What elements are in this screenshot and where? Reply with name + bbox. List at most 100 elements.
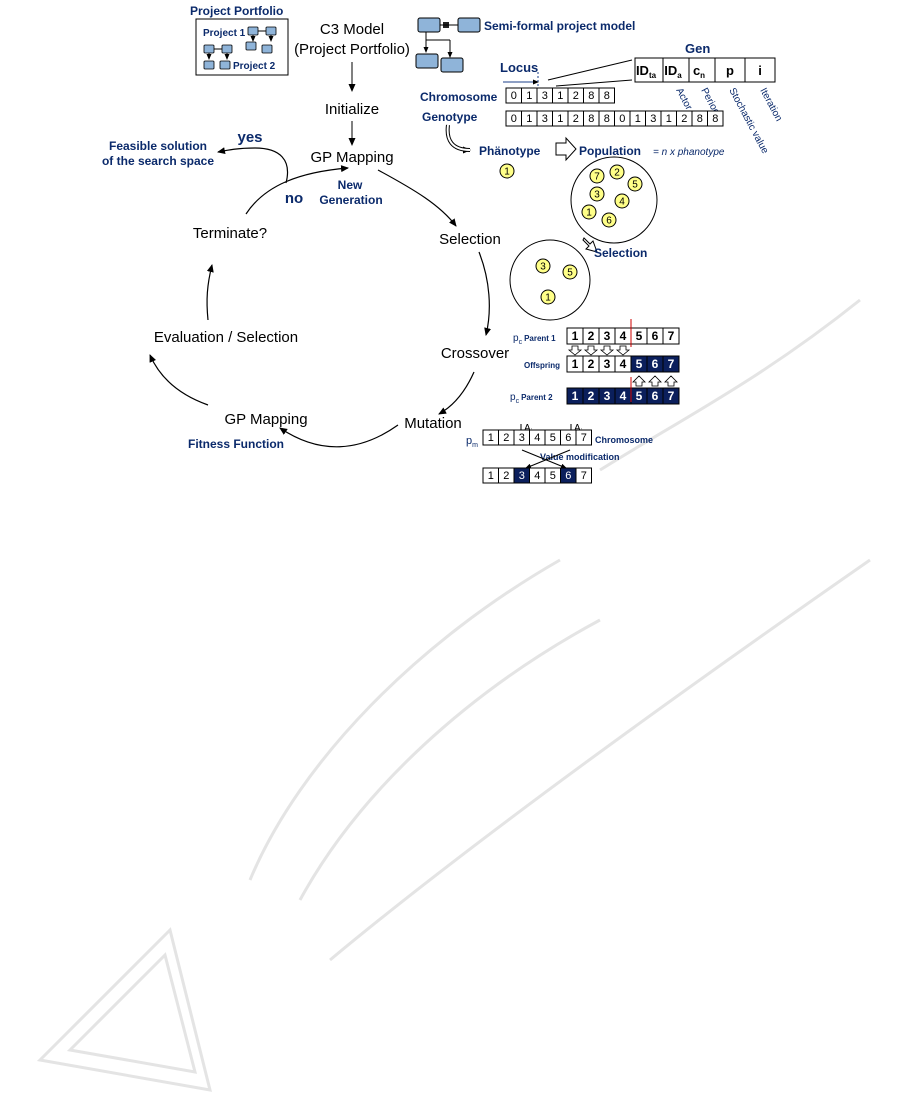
evaluation-label: Evaluation / Selection	[154, 329, 298, 346]
crossover-up-arrow	[648, 375, 662, 387]
portfolio-box	[245, 41, 257, 51]
offspring-cell-value: 2	[588, 357, 595, 371]
population-node	[627, 176, 643, 192]
population-formula: = n x phanotype	[653, 147, 725, 158]
arrow-crossover-to-mutation	[438, 371, 475, 415]
gen-cell-value: i	[758, 63, 762, 78]
offspring-cell-value: 5	[636, 357, 643, 371]
selected-node	[562, 264, 578, 280]
semi-formal-label: Semi-formal project model	[484, 19, 635, 33]
new-generation-line1: New	[338, 178, 363, 192]
selected-node-label: 1	[545, 293, 551, 304]
population-selection-label: Selection	[594, 246, 647, 260]
offspring-cell-value: 1	[572, 357, 579, 371]
selection-label: Selection	[439, 231, 501, 248]
population-node	[581, 204, 597, 220]
parent2-cell-value: 7	[668, 389, 675, 403]
project2-label: Project 2	[233, 61, 276, 72]
gen-cell-value: IDta	[636, 63, 657, 80]
population-area: Phänotype Population = n x phanotype 1 7…	[479, 136, 725, 321]
arrow-to-phanotype	[445, 124, 471, 154]
genotype-cell-value: 8	[697, 113, 703, 125]
model-box	[440, 57, 464, 73]
population-node	[601, 212, 617, 228]
chromosome-cell-value: 8	[588, 90, 594, 102]
arrow-evaluation-to-terminate	[206, 264, 214, 321]
genotype-label: Genotype	[422, 110, 478, 124]
gen-cell-value: IDa	[664, 63, 682, 80]
crossover-up-arrow	[632, 375, 646, 387]
c3-model-subtitle: (Project Portfolio)	[294, 41, 410, 58]
pm-label: pm	[466, 435, 478, 449]
new-generation-line2: Generation	[319, 193, 382, 207]
crossover-down-arrow	[615, 345, 631, 356]
genotype-cell-value: 2	[681, 113, 687, 125]
mutation-after-cell-value: 6	[565, 470, 571, 482]
phanotype-node: 1	[499, 163, 515, 179]
arrow-to-population	[555, 136, 577, 162]
mutation-after-cell-value: 2	[503, 470, 509, 482]
parent1-cell	[662, 327, 680, 345]
offspring-cell-value: 7	[668, 357, 675, 371]
selected-node	[535, 258, 551, 274]
offspring-cell	[662, 355, 680, 373]
watermark	[36, 298, 871, 1092]
offspring-cell-value: 3	[604, 357, 611, 371]
chromosome-cell-value: 8	[604, 90, 610, 102]
parent2-cell-value: 3	[604, 389, 611, 403]
arrow-to-selection	[582, 237, 598, 253]
mutation-before-cell-value: 5	[550, 432, 556, 444]
parent2-cell-value: 2	[588, 389, 595, 403]
parent1-cell-value: 4	[620, 329, 627, 343]
fitness-function-label: Fitness Function	[188, 437, 284, 451]
phanotype-label: Phänotype	[479, 144, 541, 158]
gp-mapping-bottom-label: GP Mapping	[224, 411, 307, 428]
mutation-before-cell-value: 3	[519, 432, 525, 444]
mutation-after-cell-value: 4	[534, 470, 540, 482]
population-node-label: 5	[632, 180, 638, 191]
mutation-after-cell-value: 7	[581, 470, 587, 482]
project-portfolio: Project Portfolio Project 1 Project 2	[190, 4, 289, 76]
population-node-label: 4	[619, 197, 625, 208]
locus-label: Locus	[500, 60, 538, 75]
parent2-cell-value: 4	[620, 389, 627, 403]
arrow-terminate-yes	[217, 147, 288, 184]
genotype-cell-value: 2	[573, 113, 579, 125]
phanotype-node	[499, 163, 515, 179]
parent2-cell-value: 5	[636, 389, 643, 403]
feasible-solution-line1: Feasible solution	[109, 139, 207, 153]
selected-node-label: 5	[567, 268, 573, 279]
portfolio-box	[203, 60, 215, 70]
mutation-before-cell-value: 1	[488, 432, 494, 444]
mutation-label: Mutation	[404, 415, 462, 432]
offspring-cell-value: 6	[652, 357, 659, 371]
c3-model-title: C3 Model	[320, 21, 384, 38]
parent1-cell-value: 1	[572, 329, 579, 343]
genotype-cell-value: 1	[526, 113, 532, 125]
chromosome-label: Chromosome	[420, 90, 498, 104]
gen-label: Gen	[685, 41, 710, 56]
arrow-mapping-to-evaluation	[149, 354, 209, 406]
genotype-cell-value: 8	[588, 113, 594, 125]
feasible-solution-line2: of the search space	[102, 154, 214, 168]
mutation-after-cell-value: 3	[519, 470, 525, 482]
chromosome-cell-value: 1	[526, 90, 532, 102]
selected-node	[540, 289, 556, 305]
genotype-cell-value: 3	[542, 113, 548, 125]
portfolio-box	[219, 60, 231, 70]
genotype-cell-value: 8	[604, 113, 610, 125]
no-label: no	[285, 190, 303, 207]
parent2-cell-value: 6	[652, 389, 659, 403]
terminate-label: Terminate?	[193, 225, 267, 242]
chromosome-cell-value: 2	[573, 90, 579, 102]
initialize-label: Initialize	[325, 101, 379, 118]
offspring-label: Offspring	[524, 361, 560, 370]
population-node-label: 7	[594, 172, 600, 183]
